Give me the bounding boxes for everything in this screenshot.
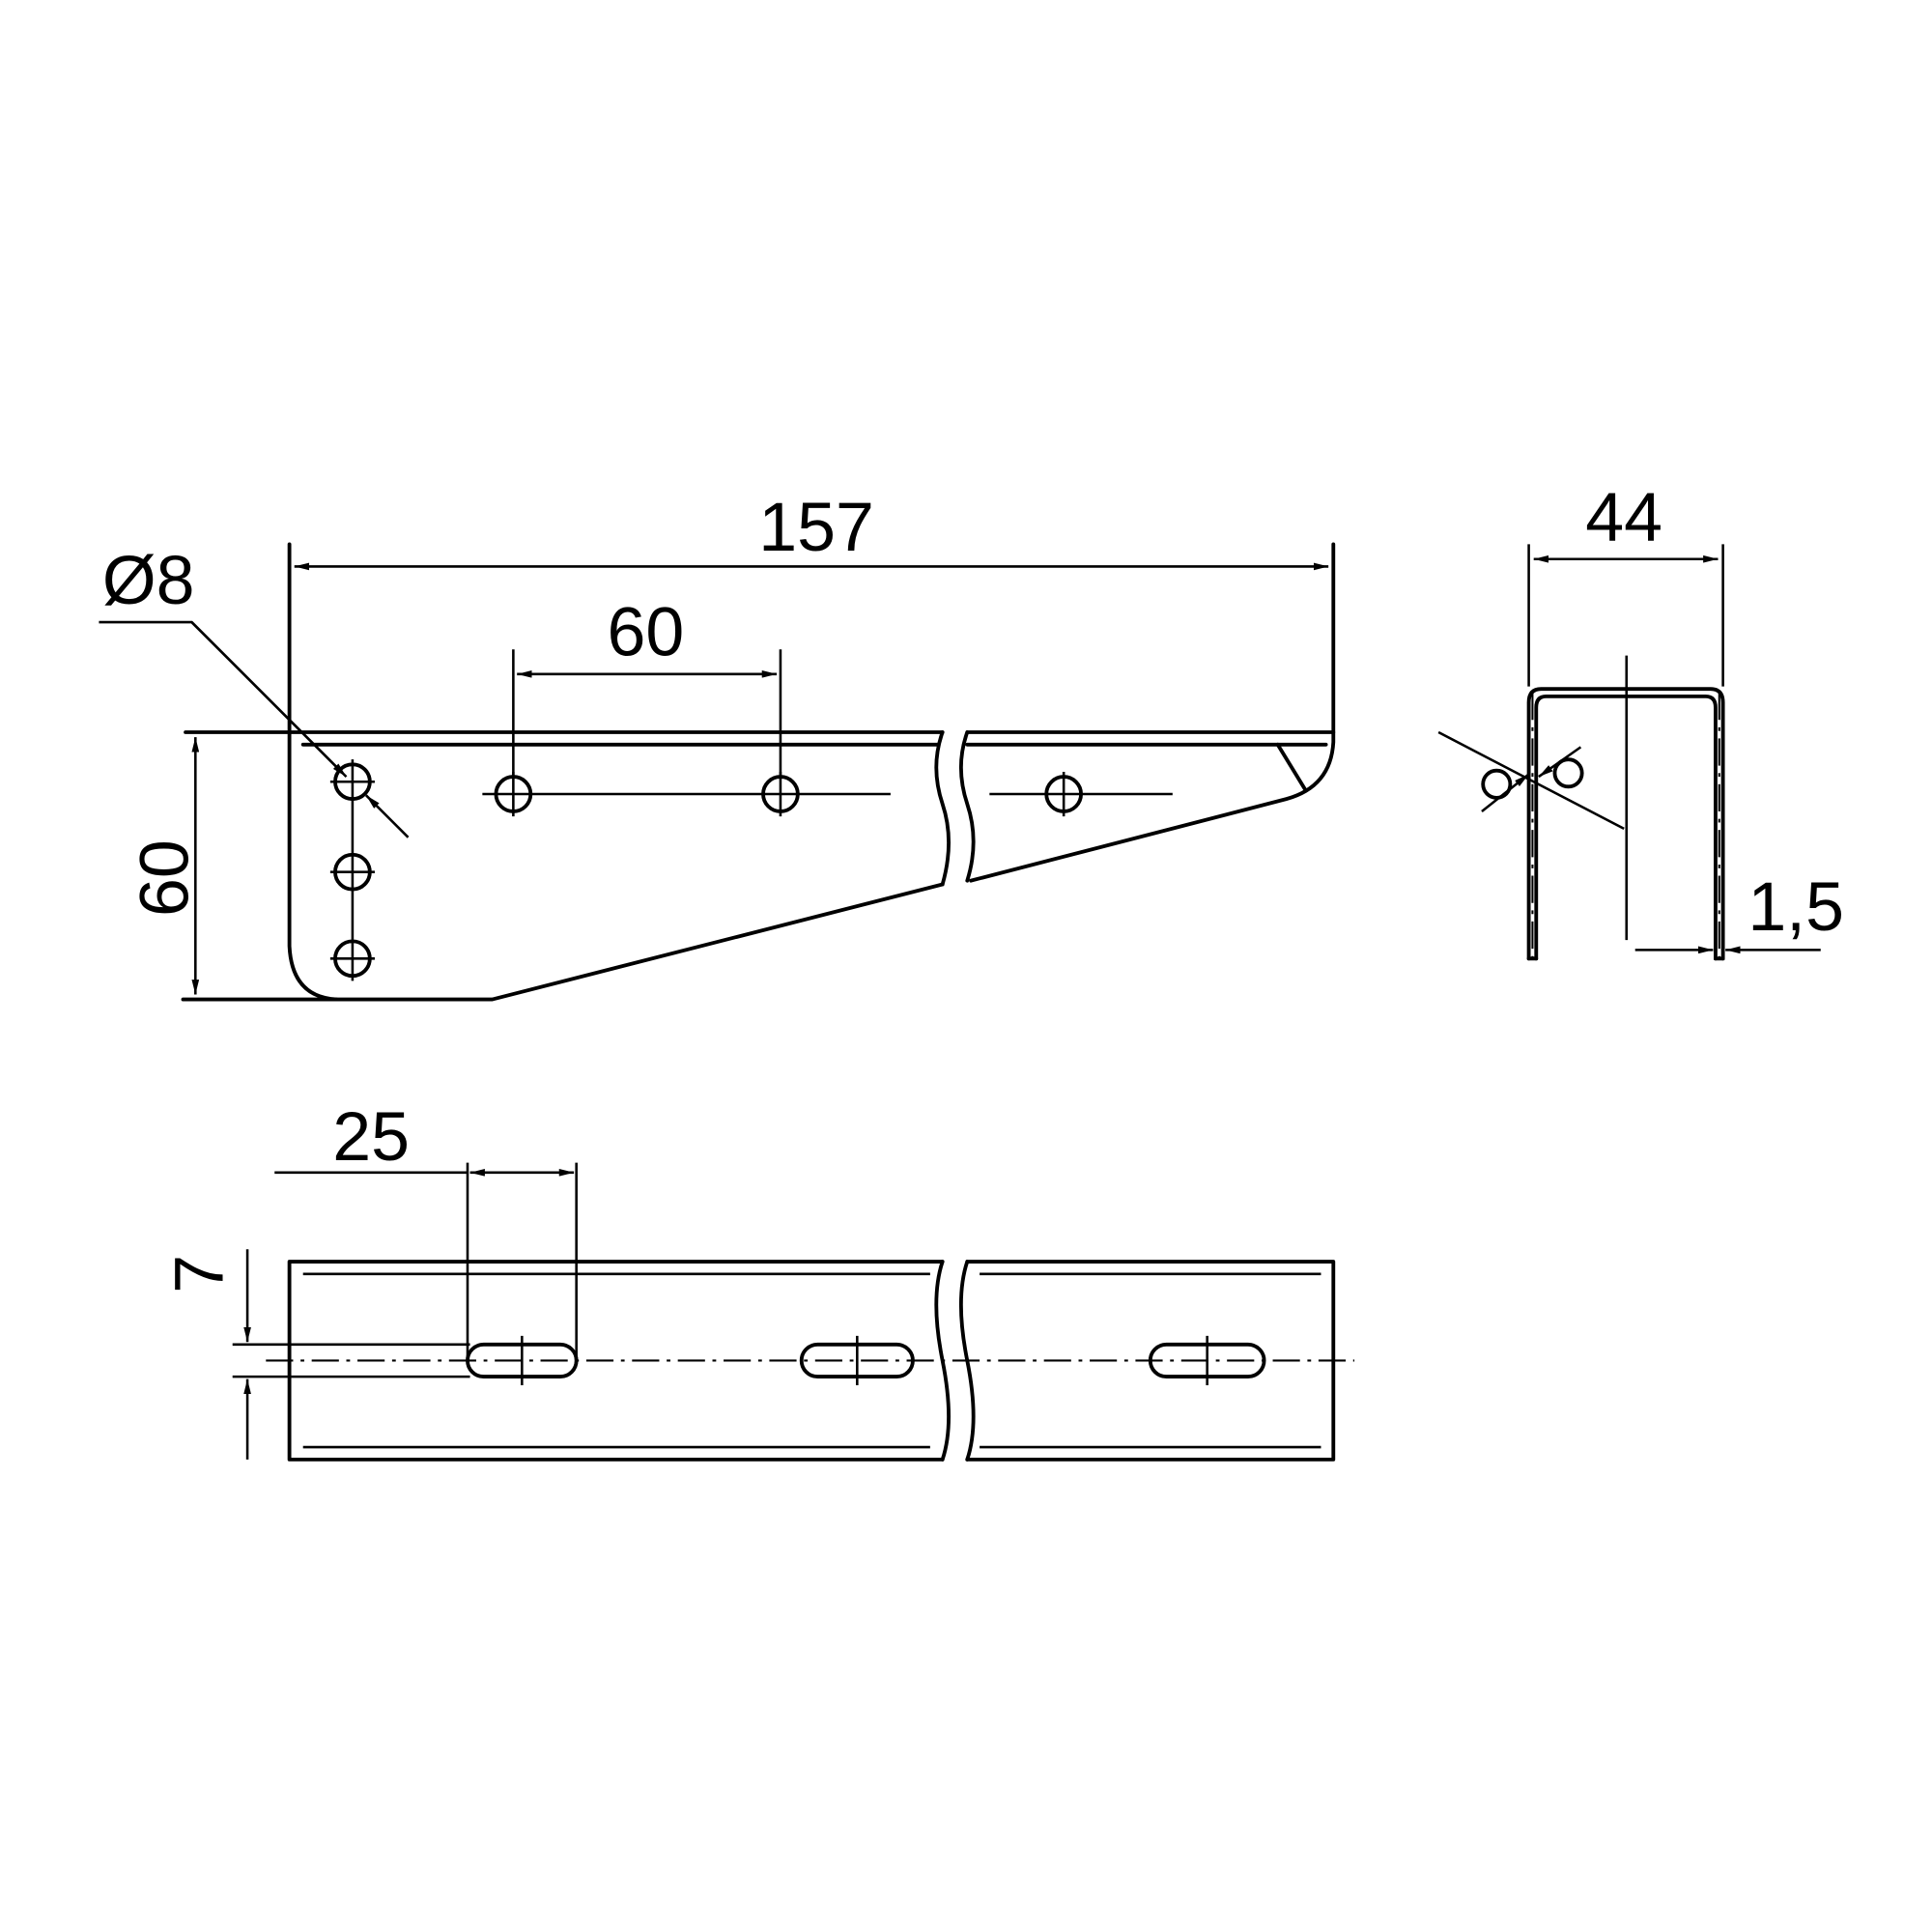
dim-hole-spacing: 60 — [607, 594, 684, 671]
holes — [329, 759, 1173, 981]
dim-slot-width: 7 — [160, 1255, 238, 1293]
dim-overall-length: 157 — [758, 489, 874, 566]
dim-slot-length: 25 — [332, 1098, 410, 1176]
top-view: 25 7 — [160, 1098, 1355, 1462]
end-view: 44 1,5 — [1437, 479, 1844, 963]
dim-width: 44 — [1585, 479, 1662, 556]
dim-thickness: 1,5 — [1747, 868, 1844, 946]
dim-height: 60 — [127, 839, 204, 917]
side-view: 157 60 Ø8 60 — [99, 489, 1336, 1002]
dim-hole-diameter: Ø8 — [102, 542, 195, 619]
